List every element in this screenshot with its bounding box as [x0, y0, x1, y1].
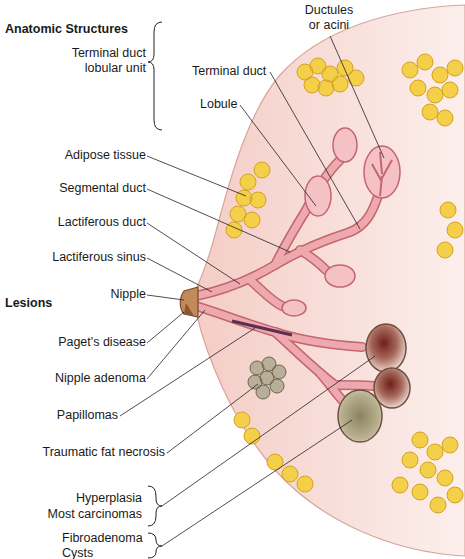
paget-lesion	[184, 303, 194, 316]
lesion-label: Cysts	[62, 546, 152, 559]
duct	[250, 280, 282, 306]
leader-line	[147, 310, 205, 379]
leader-line	[147, 312, 184, 343]
group-label: Terminal duct lobular unit	[46, 46, 146, 76]
duct-outline	[335, 385, 374, 386]
leader-line	[162, 356, 375, 506]
adipose-cluster	[234, 412, 313, 492]
leader-line	[147, 189, 290, 252]
section-heading: Lesions	[5, 296, 125, 311]
carcinoma-lobule	[366, 324, 406, 372]
ductules	[372, 152, 392, 196]
part-label: Terminal duct	[192, 64, 302, 79]
leader-line	[147, 295, 184, 300]
lesion-label: Most carcinomas	[2, 507, 142, 522]
bracket	[148, 486, 162, 526]
lobule	[333, 128, 357, 162]
leader-line	[147, 156, 246, 196]
adipose-cluster	[437, 202, 463, 258]
fat-necrosis	[248, 357, 286, 399]
breast-outline	[196, 5, 465, 556]
duct-outline	[350, 196, 378, 232]
duct-outline	[300, 250, 326, 270]
leader-line	[147, 258, 212, 292]
papilloma	[232, 321, 292, 335]
adipose-cluster	[402, 54, 463, 126]
part-label: Lactiferous sinus	[6, 250, 146, 265]
bracket	[148, 22, 162, 130]
duct	[300, 250, 326, 270]
lesion-label: Paget's disease	[6, 335, 146, 350]
leader-line	[270, 72, 360, 229]
leader-line	[147, 223, 240, 284]
lesion-label: Fibroadenoma	[62, 531, 152, 546]
part-label: Lactiferous duct	[6, 215, 146, 230]
duct-outline	[250, 280, 282, 306]
leader-line	[162, 420, 352, 546]
lesion-label: Papillomas	[0, 408, 118, 423]
lesion-label: Hyperplasia	[2, 491, 142, 506]
lobule	[325, 265, 355, 287]
adipose-cluster	[392, 432, 463, 513]
part-label: Adipose tissue	[6, 148, 146, 163]
duct	[335, 385, 374, 386]
bracket	[148, 533, 162, 558]
lesion-label: Traumatic fat necrosis	[0, 445, 165, 460]
leader-line	[240, 105, 316, 206]
leader-line	[330, 36, 384, 158]
lobule	[282, 300, 306, 316]
duct	[350, 196, 378, 232]
fibroadenoma-cyst	[338, 390, 382, 442]
part-label: Segmental duct	[6, 181, 146, 196]
leader-line	[167, 384, 258, 453]
lesion-label: Nipple adenoma	[6, 371, 146, 386]
duct	[275, 212, 305, 265]
part-label: Ductules or acini	[300, 3, 358, 33]
section-heading: Anatomic Structures	[5, 22, 175, 37]
part-label: Lobule	[200, 97, 280, 112]
